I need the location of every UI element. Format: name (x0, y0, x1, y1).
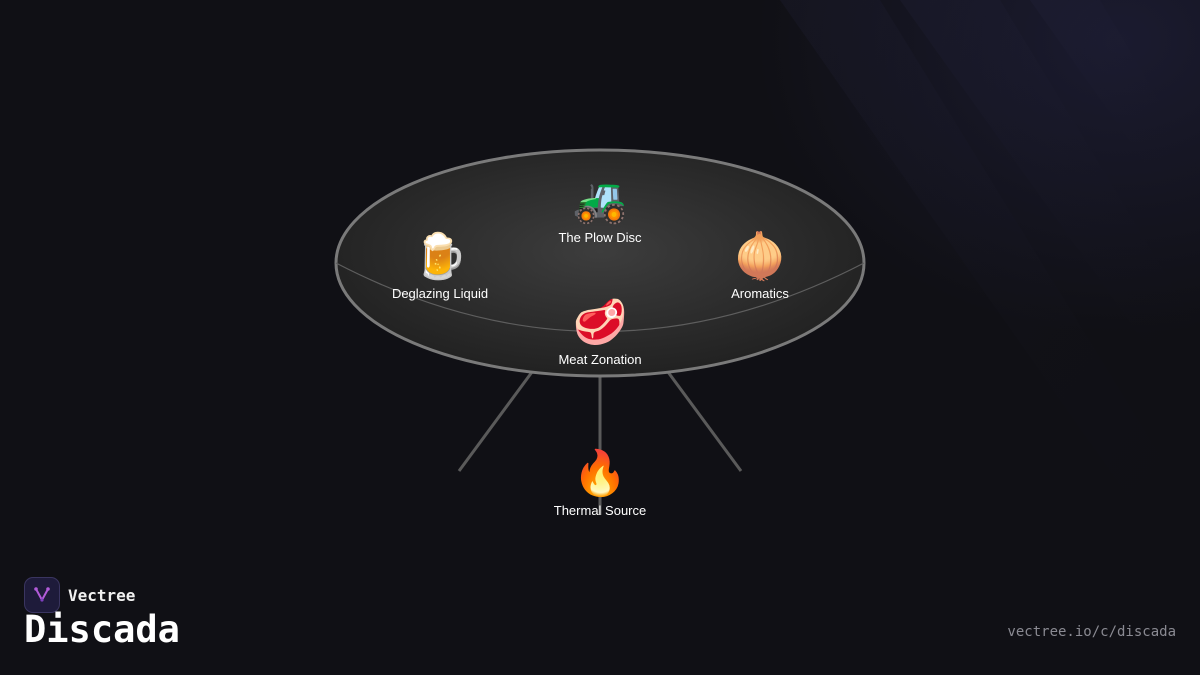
node-label: Deglazing Liquid (391, 286, 489, 301)
fire-icon: 🔥 (572, 448, 628, 499)
brand[interactable]: Vectree (24, 577, 135, 613)
node-label: Aromatics (731, 286, 789, 301)
page-url[interactable]: vectree.io/c/discada (1007, 624, 1176, 640)
node-thermal-source: 🔥 Thermal Source (553, 448, 647, 519)
steak-icon: 🥩 (572, 297, 628, 348)
node-plow-disc: 🚜 The Plow Disc (558, 175, 642, 246)
node-meat-zonation: 🥩 Meat Zonation (558, 297, 642, 368)
page-title: Discada (24, 608, 180, 651)
stand-leg-right (666, 371, 743, 472)
onion-icon: 🧅 (732, 231, 788, 282)
node-aromatics: 🧅 Aromatics (731, 231, 789, 302)
tractor-icon: 🚜 (572, 175, 628, 226)
node-label: The Plow Disc (558, 230, 642, 245)
node-label: Meat Zonation (558, 352, 642, 367)
node-deglazing-liquid: 🍺 Deglazing Liquid (391, 231, 489, 302)
stand-leg-left (457, 371, 534, 472)
disc-inner-curve (335, 262, 865, 333)
beer-mug-icon: 🍺 (412, 231, 468, 282)
brand-name: Vectree (68, 585, 136, 605)
vectree-logo-icon (24, 577, 60, 613)
node-label: Thermal Source (553, 503, 647, 518)
